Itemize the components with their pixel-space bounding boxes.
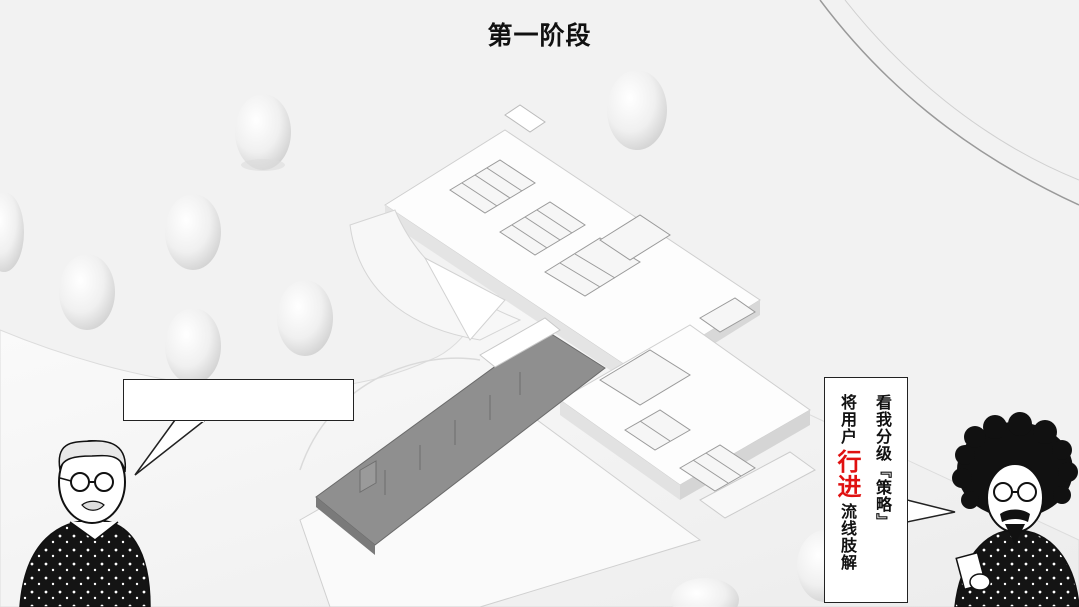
building-model-icon bbox=[299, 104, 816, 607]
speech-column-strategy: 看我分级『策略』 bbox=[873, 394, 892, 530]
tree-icon bbox=[607, 70, 667, 150]
tree-icon bbox=[235, 94, 291, 171]
tree-icon bbox=[0, 192, 24, 272]
afro-man-character-icon bbox=[952, 412, 1079, 607]
tree-icon bbox=[277, 280, 333, 356]
tree-icon bbox=[59, 254, 115, 330]
speech-bubble-right: 看我分级『策略』 将用户行进流线肢解 bbox=[824, 377, 908, 603]
tree-icon bbox=[165, 308, 221, 384]
speech-column-flow: 将用户行进流线肢解 bbox=[833, 394, 862, 571]
tree-icon bbox=[671, 578, 739, 607]
speech-bubble-left bbox=[123, 379, 354, 421]
speech-text-flow-emphasis: 行进 bbox=[833, 449, 862, 499]
highlight-zone bbox=[315, 329, 606, 546]
speech-text-flow-suffix: 流线肢解 bbox=[838, 503, 857, 571]
speech-text-flow-prefix: 将用户 bbox=[838, 394, 857, 445]
tree-icon bbox=[165, 194, 221, 270]
old-man-character-icon bbox=[19, 440, 151, 607]
speech-text-strategy-prefix: 看我分级 bbox=[873, 394, 892, 462]
speech-text-strategy-quote: 『策略』 bbox=[873, 462, 892, 530]
page-title: 第一阶段 bbox=[487, 21, 592, 50]
